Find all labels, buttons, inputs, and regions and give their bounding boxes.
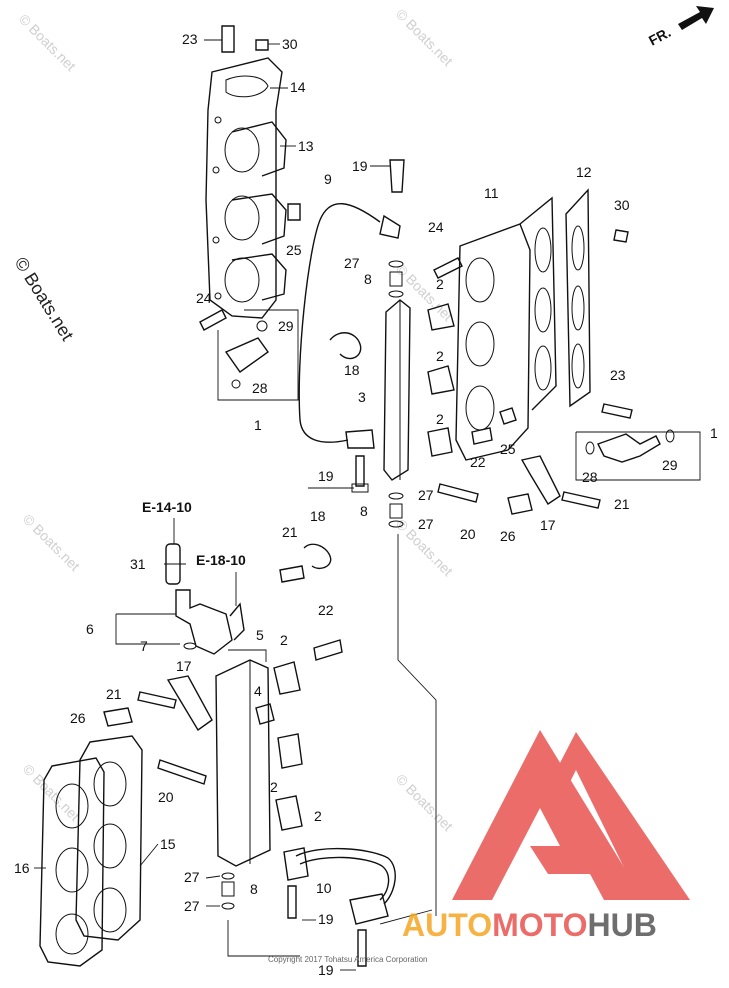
callout-2: 2 — [280, 632, 288, 648]
callout-18: 18 — [344, 362, 360, 378]
callout-29: 29 — [278, 318, 294, 334]
callout-27: 27 — [184, 869, 200, 885]
callout-3: 3 — [358, 389, 366, 405]
callout-2: 2 — [436, 276, 444, 292]
callout-21: 21 — [614, 496, 630, 512]
reference-e-14-10: E-14-10 — [142, 499, 192, 515]
logo-part-moto: MOTO — [492, 907, 587, 943]
callout-8: 8 — [364, 271, 372, 287]
callout-labels: 23 30 14 13 25 9 19 24 27 8 11 12 30 2 3… — [14, 31, 718, 978]
logo-part-hub: HUB — [587, 907, 656, 943]
boats-net-watermark: © Boats.net — [11, 254, 78, 345]
callout-8: 8 — [250, 881, 258, 897]
callout-14: 14 — [290, 79, 306, 95]
callout-15: 15 — [160, 836, 176, 852]
callout-28: 28 — [252, 380, 268, 396]
callout-20: 20 — [158, 789, 174, 805]
callout-27: 27 — [418, 487, 434, 503]
callout-30: 30 — [614, 197, 630, 213]
watermark: © Boats.net — [393, 771, 456, 834]
callout-29: 29 — [662, 457, 678, 473]
callout-17: 17 — [176, 658, 192, 674]
callout-27: 27 — [344, 255, 360, 271]
watermark: © Boats.net — [16, 11, 79, 74]
callout-10: 10 — [316, 880, 332, 896]
automotohub-logo: AUTOMOTOHUB — [402, 730, 690, 943]
callout-19: 19 — [318, 468, 334, 484]
callout-9: 9 — [324, 171, 332, 187]
callout-6: 6 — [86, 621, 94, 637]
callout-21: 21 — [282, 524, 298, 540]
callout-1: 1 — [710, 425, 718, 441]
callout-19: 19 — [352, 158, 368, 174]
callout-27: 27 — [418, 516, 434, 532]
callout-2: 2 — [314, 808, 322, 824]
callout-2: 2 — [270, 779, 278, 795]
watermark: © Boats.net — [393, 6, 456, 69]
callout-7: 7 — [140, 638, 148, 654]
copyright-notice: Copyright 2017 Tohatsu America Corporati… — [268, 955, 428, 964]
callout-2: 2 — [436, 411, 444, 427]
callout-24: 24 — [196, 290, 212, 306]
callout-18: 18 — [310, 508, 326, 524]
watermark: © Boats.net — [20, 511, 83, 574]
callout-17: 17 — [540, 517, 556, 533]
callout-2: 2 — [436, 348, 444, 364]
callout-31: 31 — [130, 556, 146, 572]
callout-5: 5 — [256, 627, 264, 643]
intake-manifold-right — [455, 188, 591, 461]
callout-12: 12 — [576, 164, 592, 180]
manifold-gaskets-lower — [39, 735, 143, 967]
callout-16: 16 — [14, 860, 30, 876]
callout-19: 19 — [318, 962, 334, 978]
callout-30: 30 — [282, 36, 298, 52]
callout-27: 27 — [184, 898, 200, 914]
callout-28: 28 — [582, 469, 598, 485]
callout-20: 20 — [460, 526, 476, 542]
callout-25: 25 — [286, 242, 302, 258]
callout-23: 23 — [610, 367, 626, 383]
front-label: FR. — [646, 24, 673, 49]
callout-26: 26 — [70, 710, 86, 726]
intake-manifold-upper — [205, 57, 287, 319]
callout-22: 22 — [470, 454, 486, 470]
callout-13: 13 — [298, 138, 314, 154]
callout-23: 23 — [182, 31, 198, 47]
front-arrow-icon — [678, 6, 714, 30]
logo-text: AUTOMOTOHUB — [402, 907, 657, 943]
callout-22: 22 — [318, 602, 334, 618]
callout-24: 24 — [428, 219, 444, 235]
callout-26: 26 — [500, 528, 516, 544]
watermark: © Boats.net — [20, 761, 83, 824]
callout-25: 25 — [500, 441, 516, 457]
logo-part-auto: AUTO — [402, 907, 492, 943]
logo-triangle-left — [452, 730, 644, 900]
callout-4: 4 — [254, 683, 262, 699]
callout-8: 8 — [360, 503, 368, 519]
logo-triangle-right — [546, 732, 690, 900]
callout-11: 11 — [484, 185, 499, 201]
reference-e-18-10: E-18-10 — [196, 552, 246, 568]
callout-1: 1 — [254, 417, 262, 433]
callout-19: 19 — [318, 911, 334, 927]
leader-lines — [34, 39, 390, 971]
callout-21: 21 — [106, 686, 122, 702]
front-direction-indicator: FR. — [646, 6, 714, 49]
